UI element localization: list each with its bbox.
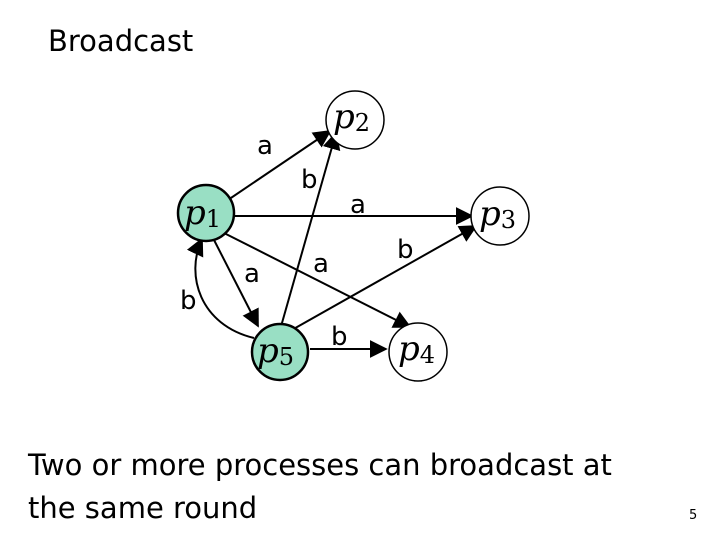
node-p4-label: p4 [398,329,435,369]
node-p1-circle [176,183,236,243]
edge-p1-p4 [221,231,412,328]
caption: Two or more processes can broadcast at t… [28,444,688,530]
edge-label-p5-p2: b [301,165,318,195]
edge-label-p5-p1: b [180,286,197,316]
edge-label-p5-p4: b [331,322,348,352]
page-number: 5 [689,508,698,523]
node-p2-label: p2 [333,97,370,137]
edge-label-p1-p2: a [257,131,273,161]
node-p3-circle [470,186,530,246]
caption-line-1: Two or more processes can broadcast at [28,448,612,482]
edge-label-p5-p3: b [397,235,414,265]
node-p5-label: p5 [257,331,294,371]
node-p2-circle [325,90,385,150]
slide-title: Broadcast [48,24,194,58]
node-p3-label: p3 [479,194,516,234]
node-p4-circle [388,322,448,382]
edge-p5-p3 [289,225,478,332]
edge-label-p1-p3: a [350,190,366,220]
edge-p1-p5 [212,237,259,328]
caption-line-2: the same round [28,491,258,525]
node-p1-label: p1 [184,193,221,233]
edge-p1-p2 [221,129,332,205]
node-p5-circle [250,322,310,382]
edge-label-p1-p4: a [313,249,329,279]
edge-p5-p1 [186,237,255,339]
edge-p5-p2 [279,131,341,331]
edge-label-p1-p5: a [244,259,260,289]
